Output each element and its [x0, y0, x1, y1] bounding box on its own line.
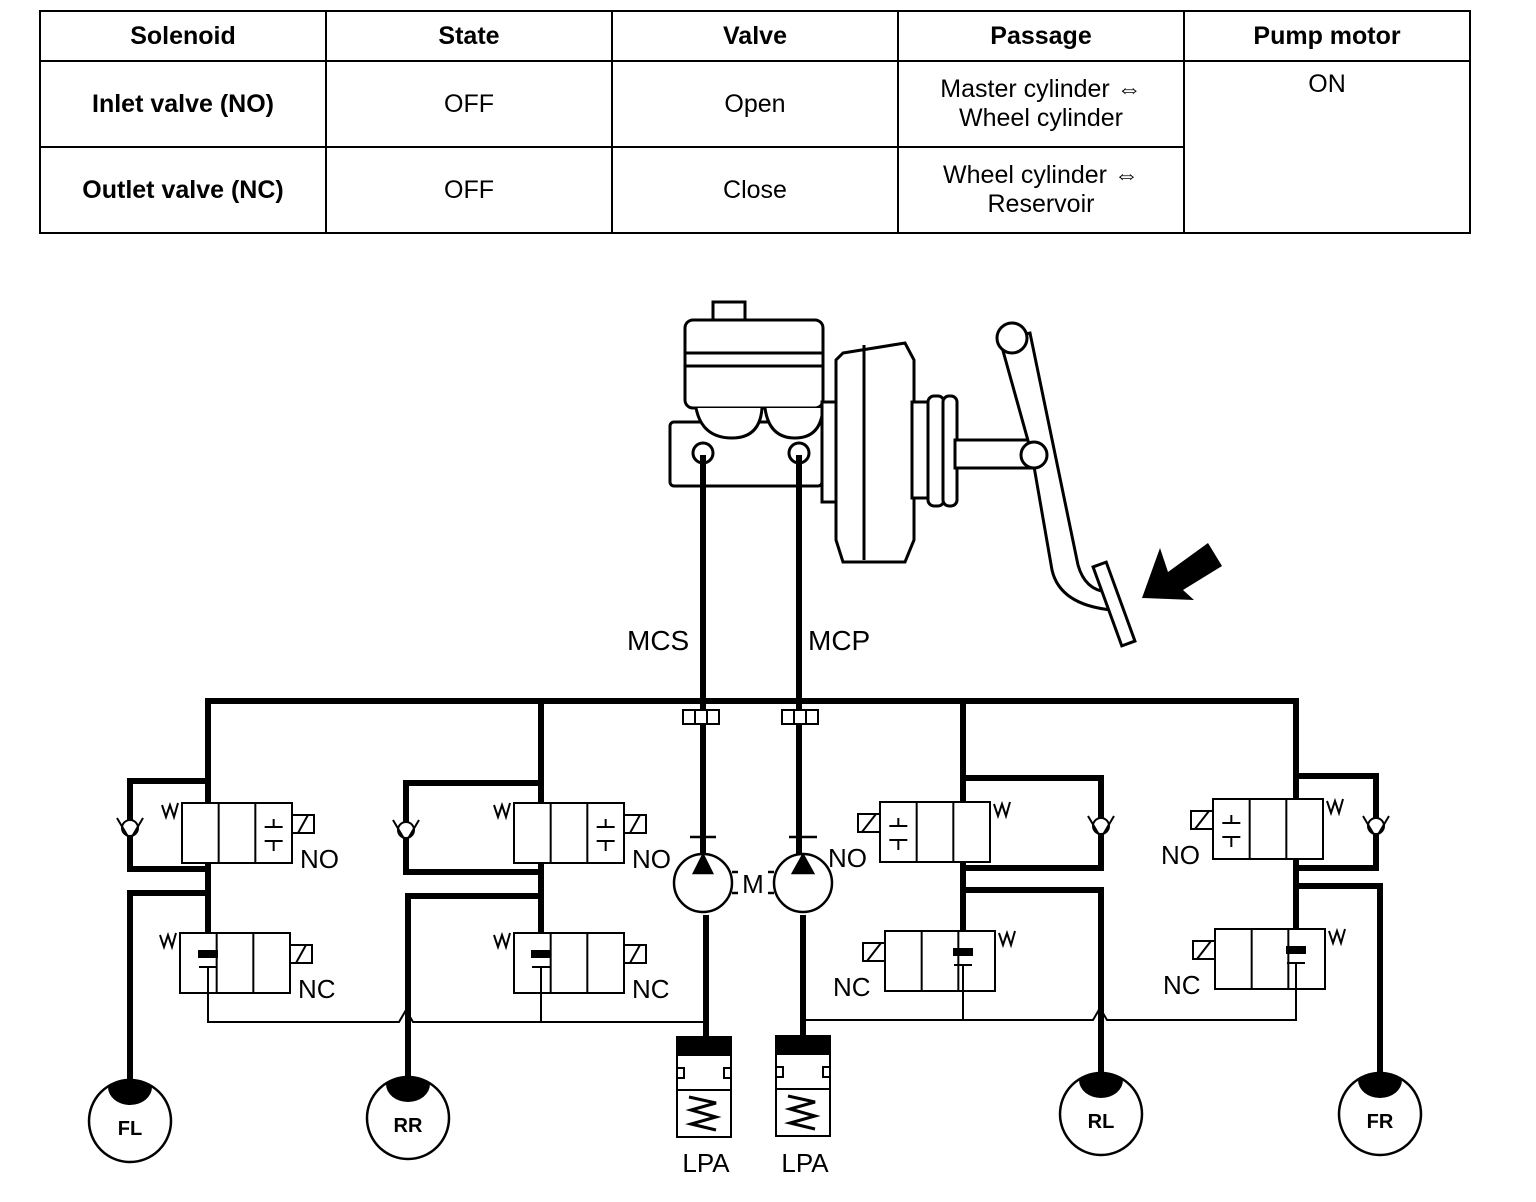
brake-fluid-reservoir [683, 318, 825, 410]
spring-icon [493, 801, 511, 821]
inlet-label: NO [300, 844, 339, 874]
lpa-label: LPA [781, 1148, 829, 1178]
passage-line: Master cylinder ⇔ [940, 75, 1142, 103]
spring-icon [998, 929, 1016, 949]
spring-icon [493, 931, 511, 951]
table-row: Outlet valve (NC) OFF Close Wheel cylind… [39, 146, 1470, 234]
passage-line: Wheel cylinder [959, 104, 1123, 132]
inlet-valve: NO [161, 801, 339, 874]
lpa-primary [775, 1035, 831, 1137]
outlet-valve: NC [159, 931, 336, 1004]
outlet-label: NC [632, 974, 670, 1004]
check-valve-icon [1087, 815, 1115, 840]
header-passage: Passage [897, 10, 1185, 62]
table-row: Inlet valve (NO) OFF Open Master cylinde… [39, 60, 1471, 234]
inlet-valve: NO [1161, 797, 1344, 870]
outlet-valve: NC [833, 929, 1016, 1002]
cell-state: OFF [325, 60, 613, 148]
spring-icon [161, 801, 179, 821]
inlet-valve: NO [493, 801, 671, 874]
cell-passage: Wheel cylinder ⇔Reservoir [897, 146, 1185, 234]
passage-line: Wheel cylinder ⇔ [943, 161, 1139, 189]
wheel-cylinders: FL RR RL FR [87, 1071, 1423, 1164]
outlet-label: NC [298, 974, 336, 1004]
brake-booster [834, 341, 916, 564]
cell-passage: Master cylinder ⇔Wheel cylinder [897, 60, 1185, 148]
check-valve-icon [392, 819, 420, 844]
pedal-force-arrow-icon [1142, 543, 1222, 600]
outlet-label: NC [1163, 970, 1201, 1000]
wheel-cylinder-fl: FL [87, 1078, 173, 1164]
cell-solenoid: Outlet valve (NC) [39, 146, 327, 234]
low-pressure-accumulators [676, 1035, 831, 1138]
header-pump-motor: Pump motor [1183, 10, 1471, 62]
outlet-label: NC [833, 972, 871, 1002]
pump-motor-assembly [672, 835, 834, 914]
return-lines [207, 709, 1297, 1023]
solenoid-state-table: Solenoid State Valve Passage Pump motor … [39, 10, 1471, 234]
header-valve: Valve [611, 10, 899, 62]
header-state: State [325, 10, 613, 62]
spring-icon [993, 800, 1011, 820]
cell-state: OFF [325, 146, 613, 234]
master-cylinder-assembly [668, 300, 1137, 648]
check-valve-icon [116, 817, 144, 842]
mcs-label: MCS [627, 625, 689, 656]
passage-line: Reservoir [987, 190, 1095, 218]
cell-solenoid: Inlet valve (NO) [39, 60, 327, 148]
outlet-valve: NC [493, 931, 670, 1004]
cell-valve: Close [611, 146, 899, 234]
pedal-pivot [995, 321, 1029, 355]
spring-icon [1328, 927, 1346, 947]
pedal-pad [1091, 560, 1137, 648]
inlet-label: NO [1161, 840, 1200, 870]
motor-label: M [742, 869, 764, 899]
outlet-valve: NC [1163, 927, 1346, 1000]
wheel-label: FL [118, 1118, 142, 1140]
lpa-secondary [676, 1036, 732, 1138]
cell-pump-motor: ON [1183, 60, 1471, 234]
table-header-row: Solenoid State Valve Passage Pump motor [39, 10, 1471, 62]
spring-icon [159, 931, 177, 951]
check-valve-icon [1362, 815, 1390, 840]
inlet-label: NO [828, 843, 867, 873]
wheel-cylinder-fr: FR [1337, 1071, 1423, 1157]
inlet-valve: NO [828, 800, 1011, 873]
mcp-label: MCP [808, 625, 870, 656]
spring-icon [1326, 797, 1344, 817]
solenoid-valves: NO NO NO NO NC NC NC NC [116, 797, 1390, 1004]
wheel-cylinder-rr: RR [365, 1075, 451, 1161]
wheel-label: FR [1367, 1111, 1394, 1133]
header-solenoid: Solenoid [39, 10, 327, 62]
inlet-label: NO [632, 844, 671, 874]
wheel-label: RR [394, 1115, 423, 1137]
wheel-cylinder-rl: RL [1058, 1071, 1144, 1157]
wheel-label: RL [1088, 1111, 1115, 1133]
cell-valve: Open [611, 60, 899, 148]
lpa-label: LPA [682, 1148, 730, 1178]
